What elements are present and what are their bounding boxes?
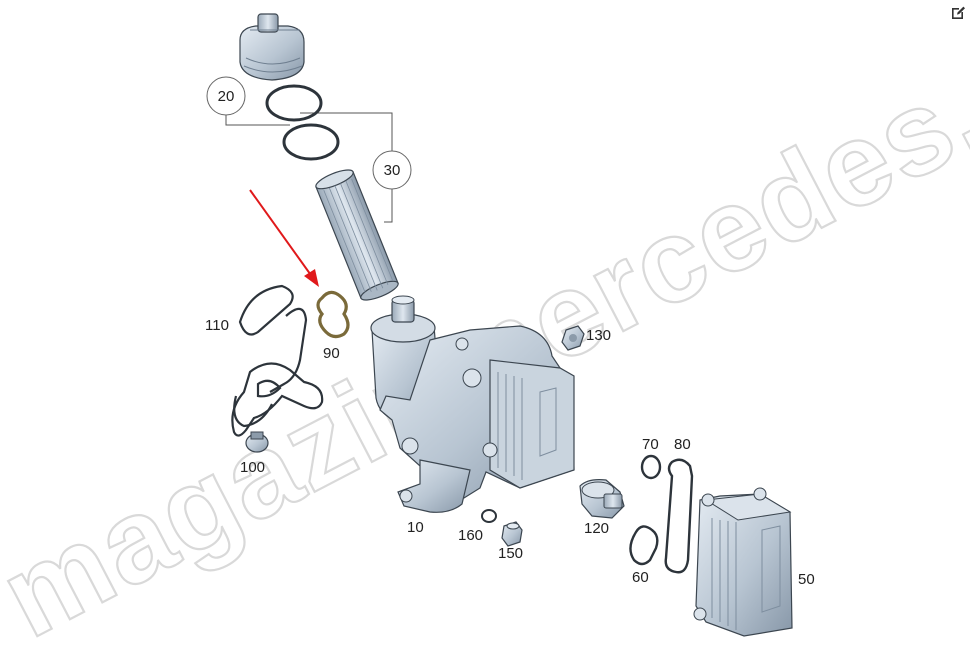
part-70-o-ring[interactable]: [640, 454, 662, 480]
part-110-gasket[interactable]: [238, 284, 294, 336]
part-120-plug[interactable]: [579, 479, 625, 519]
callout-label: 30: [384, 162, 401, 179]
label-10[interactable]: 10: [407, 519, 424, 536]
part-30-o-ring[interactable]: [282, 123, 340, 161]
part-100-gasket-group[interactable]: [231, 307, 324, 437]
part-100-plug[interactable]: [245, 431, 269, 453]
edit-button[interactable]: [947, 2, 969, 24]
part-20-o-ring[interactable]: [265, 84, 323, 122]
part-80-gasket[interactable]: [664, 458, 694, 574]
label-100[interactable]: 100: [240, 459, 265, 476]
part-60-gasket[interactable]: [629, 525, 659, 566]
label-80[interactable]: 80: [674, 436, 691, 453]
label-90[interactable]: 90: [323, 345, 340, 362]
label-70[interactable]: 70: [642, 436, 659, 453]
callout-label: 20: [218, 88, 235, 105]
label-120[interactable]: 120: [584, 520, 609, 537]
label-160[interactable]: 160: [458, 527, 483, 544]
part-20-filter-cap[interactable]: [239, 13, 305, 81]
part-150-plug[interactable]: [501, 521, 523, 547]
part-130-sensor[interactable]: [561, 325, 585, 351]
label-130[interactable]: 130: [586, 327, 611, 344]
part-30-filter-element[interactable]: [314, 166, 401, 303]
part-160-washer[interactable]: [481, 509, 497, 523]
label-50[interactable]: 50: [798, 571, 815, 588]
label-110[interactable]: 110: [205, 317, 229, 334]
highlight-arrow: [249, 189, 319, 287]
part-10-filter-housing[interactable]: [370, 295, 575, 513]
part-90-gasket[interactable]: [316, 290, 350, 339]
part-50-oil-cooler[interactable]: [693, 487, 793, 637]
label-150[interactable]: 150: [498, 545, 523, 562]
callout-30[interactable]: 30: [372, 150, 412, 190]
callout-20[interactable]: 20: [206, 76, 246, 116]
edit-icon: [952, 6, 965, 19]
leader-lines: [225, 78, 393, 223]
label-60[interactable]: 60: [632, 569, 649, 586]
